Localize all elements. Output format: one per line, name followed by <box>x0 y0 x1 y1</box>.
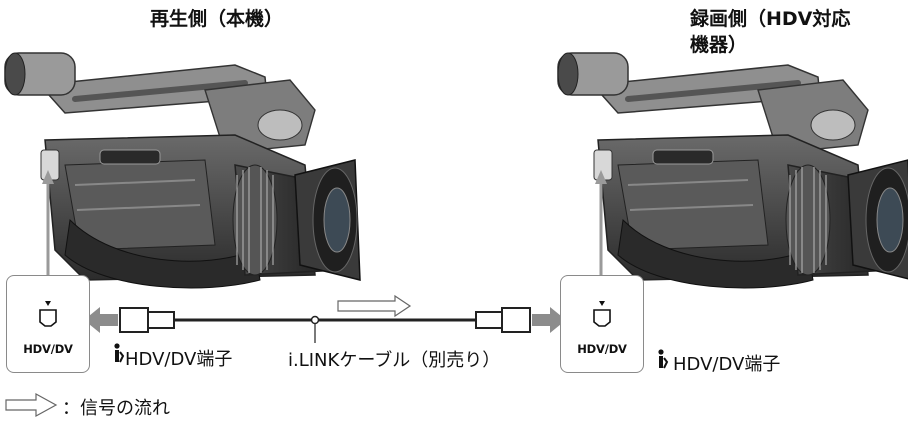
cable-label: i.LINKケーブル（別売り） <box>288 350 501 371</box>
ilink-port-icon <box>593 300 611 327</box>
destination-port-box: HDV/DV <box>560 275 644 373</box>
ilink-port-icon <box>39 300 57 327</box>
source-title: 再生側（本機） <box>150 8 284 30</box>
arrow-to-source-port <box>84 307 118 333</box>
destination-port-leader <box>595 170 607 275</box>
source-camcorder-icon <box>5 53 360 288</box>
ilink-icon-destination <box>658 349 669 369</box>
arrow-to-destination-port <box>532 307 566 333</box>
destination-camcorder-icon <box>558 53 908 288</box>
destination-terminal-label: HDV/DV端子 <box>673 354 781 375</box>
destination-port-label: HDV/DV <box>577 342 627 356</box>
source-port-label: HDV/DV <box>23 342 73 356</box>
legend-flow-arrow-icon <box>5 392 58 418</box>
ilink-cable <box>119 307 531 343</box>
source-port-leader <box>42 170 54 275</box>
signal-flow-arrow-icon <box>337 294 412 318</box>
signal-flow-legend-label: ：信号の流れ <box>62 398 170 419</box>
destination-title-line2: 機器） <box>690 34 748 56</box>
source-terminal-label: HDV/DV端子 <box>125 349 233 370</box>
destination-title-line1: 録画側（HDV対応 <box>690 8 851 30</box>
source-port-box: HDV/DV <box>6 275 90 373</box>
ilink-icon-source <box>114 343 125 363</box>
